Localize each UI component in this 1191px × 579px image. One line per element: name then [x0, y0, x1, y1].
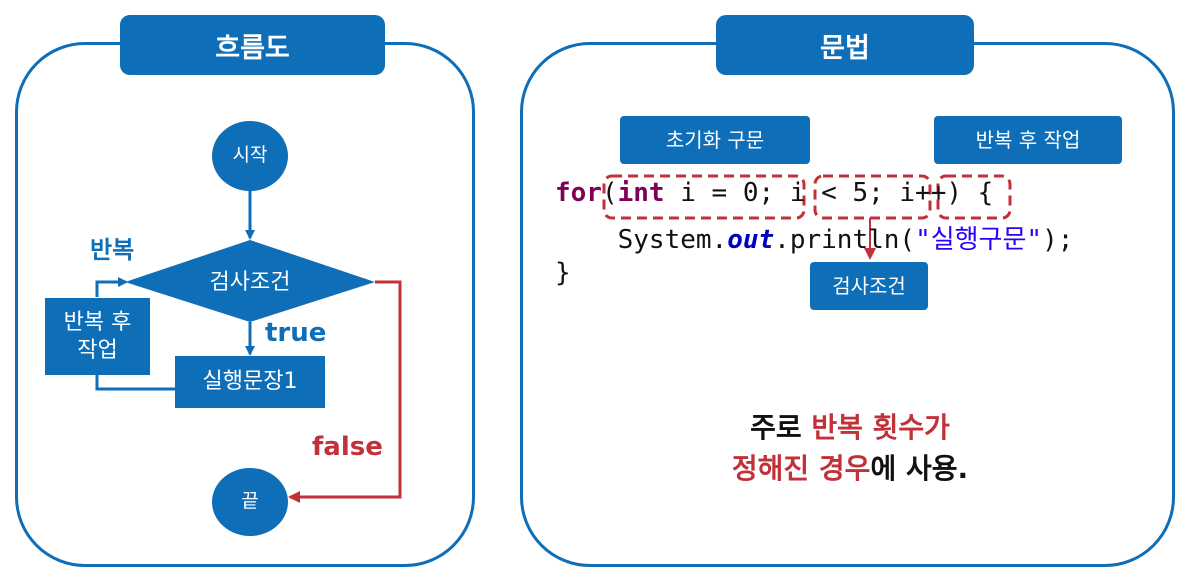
init-label: 초기화 구문 — [620, 116, 810, 164]
summary-text: 주로 반복 횟수가 정해진 경우에 사용. — [640, 408, 1060, 489]
out-field: out — [727, 225, 775, 255]
code-line-1: for(int i = 0; i < 5; i++) { — [555, 178, 993, 208]
arrow-loop-1 — [95, 375, 175, 391]
summary-pre: 주로 — [750, 411, 812, 444]
paren-open: ( — [601, 178, 618, 208]
system-ref: System. — [617, 225, 728, 255]
syntax-title: 문법 — [716, 15, 974, 75]
for-keyword: for — [555, 178, 602, 208]
condition-label: 검사조건 — [209, 270, 291, 295]
start-node: 시작 — [212, 121, 288, 191]
summary-highlight-2: 정해진 경우 — [731, 451, 871, 485]
true-label: true — [265, 318, 327, 348]
code-line-3: } — [555, 258, 571, 288]
condition-highlight — [813, 174, 932, 220]
condition-callout: 검사조건 — [810, 262, 928, 310]
println-close: ); — [1042, 225, 1074, 255]
loop-label: 반복 — [90, 236, 135, 264]
false-label: false — [312, 432, 383, 462]
condition-diamond — [125, 240, 375, 322]
summary-post: 에 사용. — [870, 451, 969, 485]
statement-node: 실행문장1 — [175, 356, 325, 408]
init-expression: i = 0; — [664, 178, 775, 208]
update-label: 반복 후 작업 — [934, 116, 1122, 164]
arrow-loop-2 — [95, 277, 128, 297]
update-highlight — [936, 174, 1012, 220]
int-keyword: int — [617, 178, 665, 208]
string-literal: "실행구문" — [915, 225, 1043, 255]
end-node: 끝 — [212, 468, 288, 536]
after-action-node: 반복 후 작업 — [45, 298, 150, 375]
code-tail: ) { — [946, 178, 994, 208]
condition-expression: i < 5; — [774, 178, 884, 208]
summary-line-1: 주로 반복 횟수가 — [640, 408, 1060, 449]
init-highlight — [602, 174, 806, 220]
summary-line-2: 정해진 경우에 사용. — [640, 449, 1060, 490]
indent — [555, 225, 618, 255]
println-call: .println( — [774, 225, 916, 255]
summary-highlight-1: 반복 횟수가 — [811, 411, 950, 444]
code-line-2: System.out.println("실행구문"); — [555, 219, 1074, 256]
flowchart-title: 흐름도 — [120, 15, 385, 75]
update-expression: i++ — [883, 178, 947, 208]
arrow-false — [288, 280, 402, 503]
